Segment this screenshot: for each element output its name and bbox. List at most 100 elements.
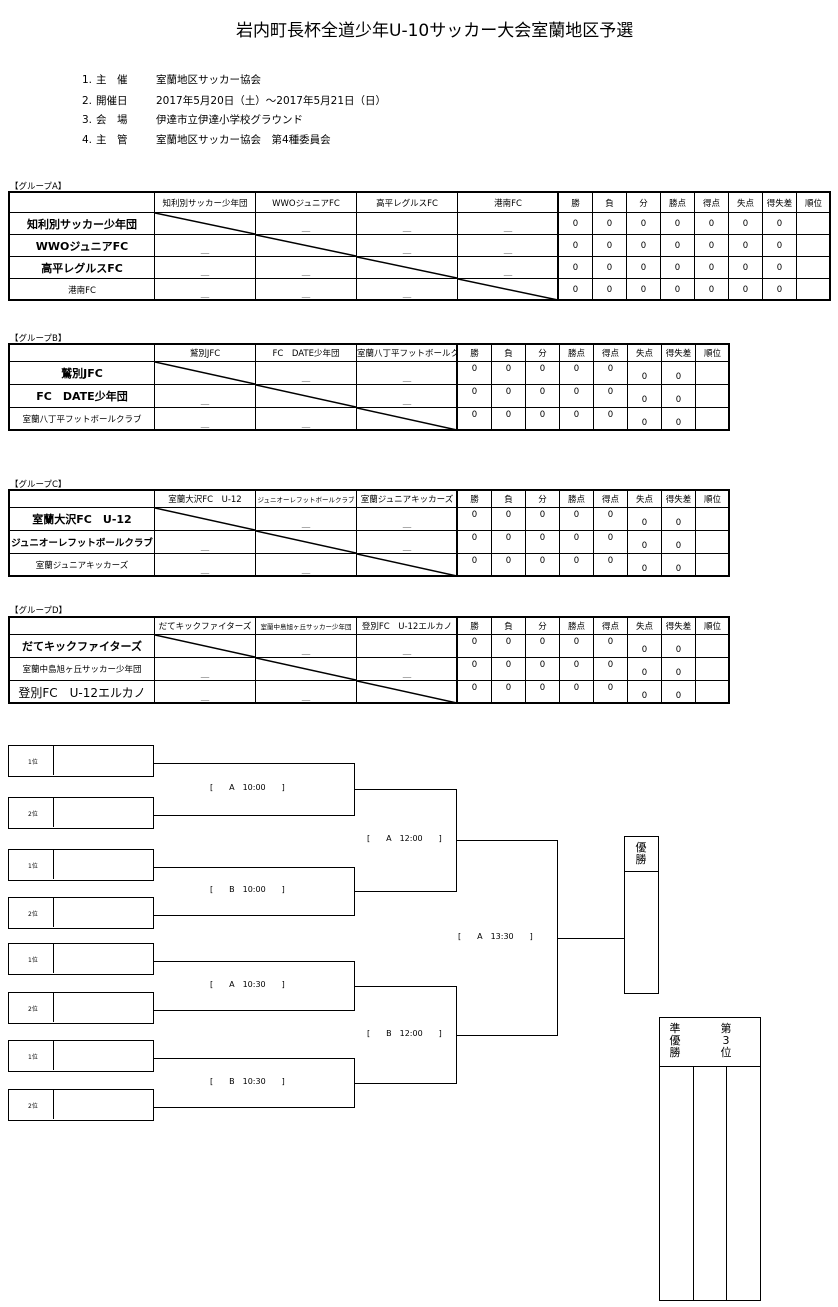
diagonal-cell (356, 407, 458, 431)
match-result-cell: ＿ (255, 361, 357, 385)
match-result-cell: ＿ (154, 657, 256, 681)
stat-cell: 0 (762, 278, 797, 301)
stat-cell: 0 (661, 530, 696, 554)
stat-cell: 0 (627, 361, 662, 385)
stat-cell: 0 (762, 212, 797, 235)
stat-cell (695, 361, 730, 385)
stat-cell: 0 (525, 384, 560, 408)
stat-cell: 0 (525, 530, 560, 554)
match-result-cell: ＿ (154, 278, 256, 301)
team-name: 知利別サッカー少年団 (9, 212, 155, 235)
stat-cell (695, 384, 730, 408)
stats-separator (557, 191, 559, 299)
stat-header: 得失差 (661, 490, 696, 508)
bracket-line (355, 1083, 456, 1084)
stat-cell: 0 (593, 530, 628, 554)
stat-cell: 0 (559, 634, 594, 658)
corner-cell (9, 192, 155, 213)
team-name: 室蘭ジュニアキッカーズ (9, 553, 155, 577)
stat-cell: 0 (660, 256, 695, 279)
match-label: [ A 10:00 ] (210, 783, 285, 792)
seed-slot (8, 1089, 154, 1121)
match-result-cell: ＿ (154, 680, 256, 704)
seed-rank: 2位 (28, 1006, 38, 1013)
diagonal-cell (154, 507, 256, 531)
seed-divider (53, 943, 54, 973)
seed-slot (8, 943, 154, 975)
seed-rank: 1位 (28, 957, 38, 964)
group-table: だてキックファイターズ室蘭中島旭ヶ丘サッカー少年団登別FC U-12エルカノ勝負… (9, 617, 730, 704)
stat-cell: 0 (457, 407, 492, 431)
stat-cell: 0 (525, 361, 560, 385)
stat-header: 負 (491, 617, 526, 635)
diagonal-cell (255, 657, 357, 681)
match-result-cell: ＿ (356, 212, 458, 235)
match-result-cell: ＿ (255, 680, 357, 704)
stat-header: 得点 (694, 192, 729, 213)
stats-separator (456, 489, 458, 575)
match-result-cell: ＿ (154, 407, 256, 431)
stats-separator (456, 343, 458, 429)
match-result-cell: ＿ (356, 234, 458, 257)
seed-divider (53, 897, 54, 927)
stat-cell: 0 (525, 657, 560, 681)
stat-cell: 0 (592, 256, 627, 279)
seed-slot (8, 745, 154, 777)
stat-cell: 0 (457, 680, 492, 704)
stat-cell: 0 (559, 507, 594, 531)
stats-separator (456, 616, 458, 702)
diagonal-cell (356, 256, 458, 279)
seed-divider (53, 797, 54, 827)
team-name: FC DATE少年団 (9, 384, 155, 408)
stat-cell: 0 (559, 384, 594, 408)
seed-slot (8, 992, 154, 1024)
stat-cell: 0 (525, 634, 560, 658)
stat-cell: 0 (728, 256, 763, 279)
stat-cell: 0 (661, 384, 696, 408)
winner-label: 優勝 (635, 841, 647, 866)
stat-header: 勝点 (559, 617, 594, 635)
stat-cell: 0 (491, 657, 526, 681)
seed-rank: 1位 (28, 1054, 38, 1061)
team-name: 室蘭八丁平フットボールクラブ (9, 407, 155, 431)
stat-cell: 0 (593, 361, 628, 385)
stat-header: 得点 (593, 490, 628, 508)
team-name: 登別FC U-12エルカノ (9, 680, 155, 704)
opponent-header: 高平レグルスFC (356, 192, 458, 213)
stat-cell: 0 (627, 384, 662, 408)
stat-cell: 0 (627, 634, 662, 658)
match-result-cell: ＿ (457, 212, 559, 235)
opponent-header: 港南FC (457, 192, 559, 213)
stat-cell: 0 (558, 278, 593, 301)
stat-header: 負 (491, 490, 526, 508)
stat-header: 得失差 (661, 344, 696, 362)
stat-cell: 0 (660, 278, 695, 301)
page-title: 岩内町長杯全道少年U-10サッカー大会室蘭地区予選 (236, 21, 634, 41)
stat-cell: 0 (592, 212, 627, 235)
match-result-cell: ＿ (457, 234, 559, 257)
stat-header: 順位 (695, 344, 730, 362)
stat-cell: 0 (491, 634, 526, 658)
stat-cell: 0 (694, 278, 729, 301)
team-name: だてキックファイターズ (9, 634, 155, 658)
stat-header: 順位 (695, 617, 730, 635)
stat-cell: 0 (661, 507, 696, 531)
stat-cell: 0 (694, 234, 729, 257)
opponent-header: 室蘭中島旭ヶ丘サッカー少年団 (255, 617, 357, 635)
team-name: 港南FC (9, 278, 155, 301)
seed-rank: 2位 (28, 911, 38, 918)
stat-cell: 0 (525, 507, 560, 531)
stat-cell (695, 530, 730, 554)
bracket-line (354, 763, 355, 816)
group-label: 【グループC】 (10, 480, 67, 490)
stat-cell: 0 (558, 256, 593, 279)
stat-cell: 0 (491, 507, 526, 531)
stat-cell: 0 (491, 407, 526, 431)
diagonal-cell (356, 680, 458, 704)
match-result-cell: ＿ (154, 530, 256, 554)
seed-slot (8, 797, 154, 829)
stat-cell: 0 (457, 507, 492, 531)
